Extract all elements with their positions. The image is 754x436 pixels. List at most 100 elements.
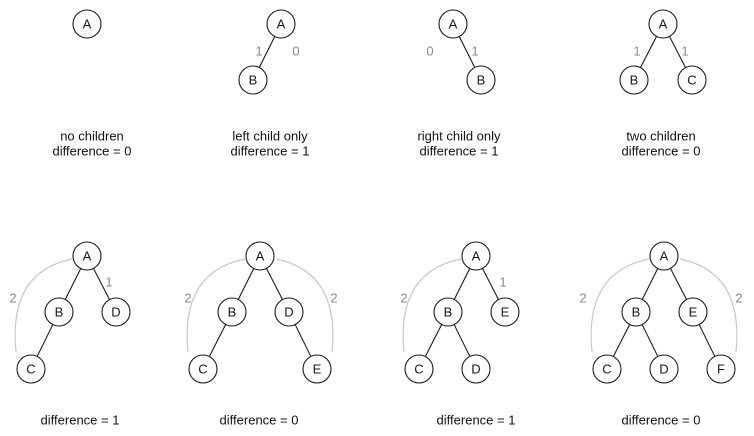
tree-edge bbox=[668, 36, 687, 68]
node-label: C bbox=[198, 362, 207, 377]
node-label: B bbox=[630, 73, 639, 88]
tree-edge bbox=[92, 268, 111, 300]
subtree-height-label: 1 bbox=[105, 275, 112, 290]
tree-node: A bbox=[266, 9, 296, 39]
tree-edge bbox=[265, 268, 284, 300]
subtree-height-label: 2 bbox=[184, 291, 191, 306]
node-label: B bbox=[228, 305, 237, 320]
tree-node: A bbox=[461, 241, 491, 271]
subtree-height-label: 2 bbox=[400, 291, 407, 306]
tree-node: C bbox=[592, 354, 622, 384]
tree-node: D bbox=[649, 354, 679, 384]
height-arc bbox=[14, 258, 73, 353]
diagram-caption: difference = 1 bbox=[420, 144, 499, 159]
height-arc bbox=[590, 258, 650, 353]
subtree-height-label: 1 bbox=[499, 275, 506, 290]
node-label: E bbox=[313, 362, 322, 377]
tree-node: A bbox=[245, 241, 275, 271]
subtree-height-label: 2 bbox=[330, 291, 337, 306]
node-label: B bbox=[477, 73, 486, 88]
tree-edge bbox=[237, 268, 255, 300]
height-arc bbox=[402, 258, 462, 353]
node-label: A bbox=[277, 17, 286, 32]
diagram-caption: difference = 0 bbox=[622, 413, 701, 428]
tree-edge bbox=[698, 324, 716, 357]
tree-node: A bbox=[649, 241, 679, 271]
tree-edge bbox=[612, 324, 631, 357]
diagram-caption: difference = 1 bbox=[437, 413, 516, 428]
tree-edge bbox=[258, 36, 276, 68]
tree-edge bbox=[294, 324, 312, 357]
node-label: A bbox=[659, 17, 668, 32]
tree-node: C bbox=[16, 354, 46, 384]
subtree-height-label: 0 bbox=[426, 44, 433, 59]
node-label: C bbox=[414, 362, 423, 377]
node-label: D bbox=[111, 305, 120, 320]
node-label: C bbox=[687, 73, 696, 88]
tree-node: B bbox=[621, 297, 651, 327]
node-label: B bbox=[249, 73, 258, 88]
tree-edge bbox=[208, 324, 227, 357]
node-label: C bbox=[26, 362, 35, 377]
subtree-height-label: 1 bbox=[471, 44, 478, 59]
tree-node: E bbox=[678, 297, 708, 327]
tree-node: A bbox=[72, 241, 102, 271]
tree-edge bbox=[64, 268, 82, 300]
tree-node: A bbox=[648, 9, 678, 39]
tree-edge bbox=[453, 324, 471, 357]
node-label: A bbox=[83, 17, 92, 32]
tree-edge bbox=[36, 324, 54, 357]
node-label: D bbox=[471, 362, 480, 377]
tree-node: B bbox=[433, 297, 463, 327]
subtree-height-label: 1 bbox=[633, 44, 640, 59]
subtree-height-label: 2 bbox=[9, 291, 16, 306]
tree-node: E bbox=[302, 354, 332, 384]
diagram-caption: two children bbox=[626, 129, 695, 144]
diagram-caption: difference = 1 bbox=[231, 144, 310, 159]
tree-node: A bbox=[438, 9, 468, 39]
diagram-caption: no children bbox=[60, 129, 124, 144]
tree-edge bbox=[453, 268, 471, 300]
tree-edge bbox=[641, 324, 659, 357]
tree-node: B bbox=[238, 65, 268, 95]
node-label: E bbox=[501, 305, 510, 320]
node-label: A bbox=[449, 17, 458, 32]
tree-node: E bbox=[490, 297, 520, 327]
tree-edge bbox=[424, 324, 443, 357]
diagram-caption: difference = 0 bbox=[53, 144, 132, 159]
subtree-height-label: 2 bbox=[735, 291, 742, 306]
node-label: E bbox=[689, 305, 698, 320]
subtree-height-label: 2 bbox=[579, 291, 586, 306]
tree-node: B bbox=[44, 297, 74, 327]
subtree-height-label: 1 bbox=[255, 44, 262, 59]
tree-node: C bbox=[677, 65, 707, 95]
node-label: B bbox=[444, 305, 453, 320]
tree-node: D bbox=[101, 297, 131, 327]
node-label: A bbox=[660, 249, 669, 264]
node-label: A bbox=[256, 249, 265, 264]
node-label: D bbox=[284, 305, 293, 320]
node-label: C bbox=[602, 362, 611, 377]
tree-node: A bbox=[72, 9, 102, 39]
node-label: D bbox=[659, 362, 668, 377]
tree-node: B bbox=[619, 65, 649, 95]
diagram-caption: left child only bbox=[232, 129, 308, 144]
tree-node: D bbox=[461, 354, 491, 384]
node-label: B bbox=[55, 305, 64, 320]
tree-node: B bbox=[466, 65, 496, 95]
subtree-height-label: 0 bbox=[292, 44, 299, 59]
tree-node: D bbox=[274, 297, 304, 327]
diagram-caption: difference = 1 bbox=[41, 413, 120, 428]
tree-edge bbox=[481, 268, 500, 300]
height-arc bbox=[275, 258, 334, 353]
tree-edge bbox=[641, 268, 659, 300]
tree-node: C bbox=[188, 354, 218, 384]
diagram-caption: difference = 0 bbox=[220, 413, 299, 428]
node-label: B bbox=[632, 305, 641, 320]
tree-edge bbox=[458, 36, 476, 68]
tree-node: F bbox=[706, 354, 736, 384]
node-label: A bbox=[472, 249, 481, 264]
tree-edge bbox=[669, 268, 688, 300]
node-label: A bbox=[83, 249, 92, 264]
